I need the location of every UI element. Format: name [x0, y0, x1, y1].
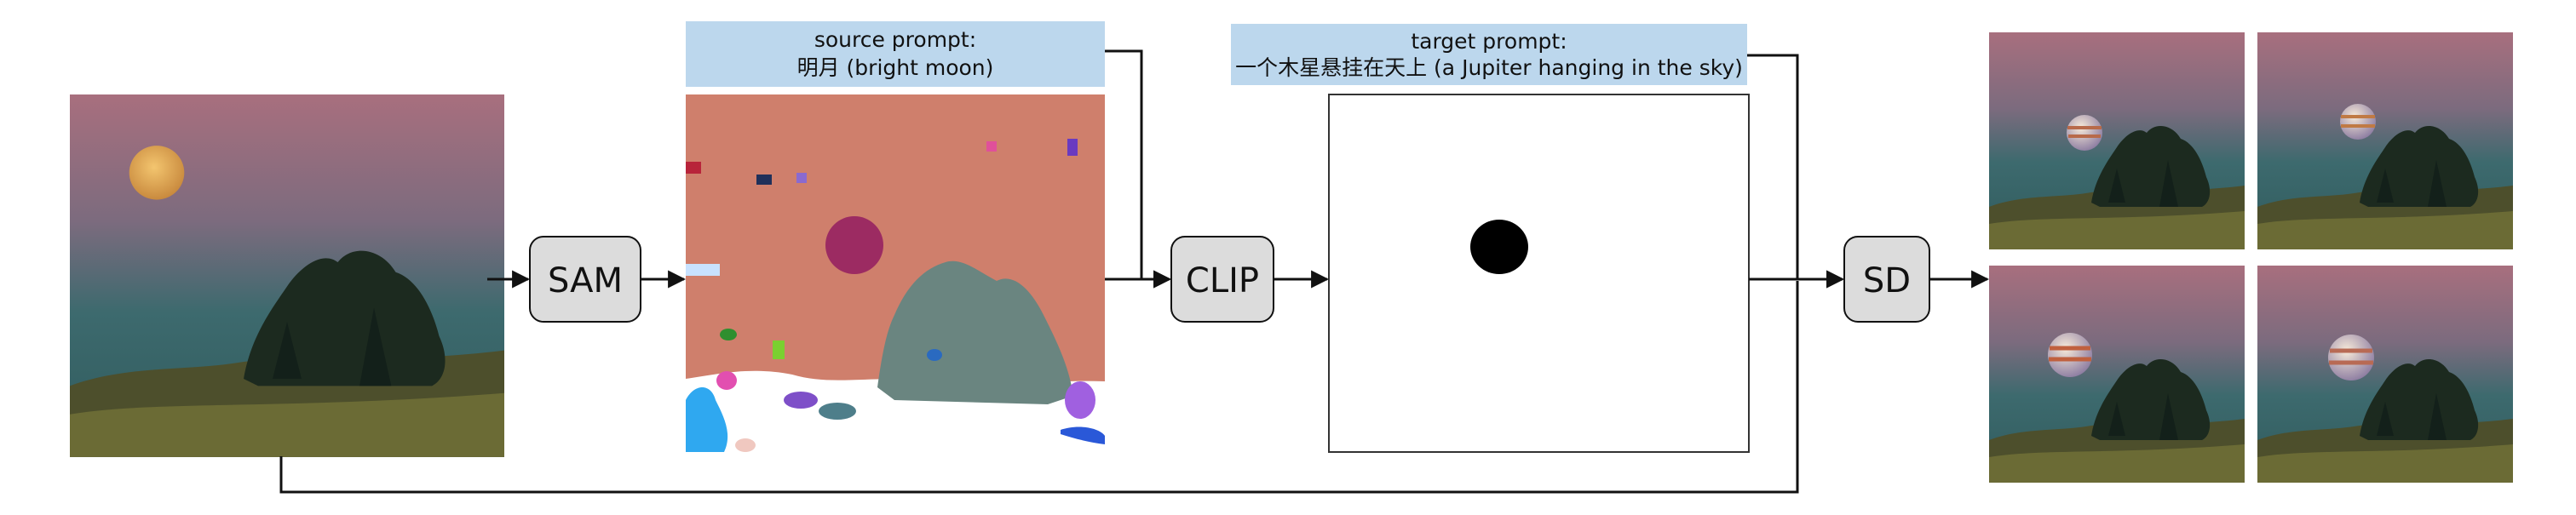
source-prompt-title: source prompt: — [814, 27, 976, 52]
line-target-prompt-to-sd — [1747, 54, 1845, 289]
sd-label: SD — [1863, 261, 1911, 300]
output-image-3 — [1989, 266, 2245, 483]
output-image-2 — [2257, 32, 2513, 249]
clip-label: CLIP — [1186, 261, 1259, 300]
moon-segment — [825, 216, 883, 274]
target-prompt-title: target prompt: — [1411, 29, 1567, 54]
input-image — [70, 94, 504, 457]
segmentation-map — [686, 94, 1105, 452]
source-prompt-box — [686, 21, 1105, 87]
connectors — [279, 49, 1990, 494]
mask-image — [1328, 94, 1750, 453]
sam-label: SAM — [548, 261, 623, 300]
output-image-4 — [2257, 266, 2513, 483]
line-source-prompt-to-clip — [1105, 49, 1172, 289]
mask-circle — [1470, 220, 1528, 274]
target-prompt-box — [1231, 24, 1747, 85]
output-image-1 — [1989, 32, 2245, 249]
moon-shape — [129, 146, 185, 200]
line-input-bypass-to-sd — [279, 281, 1799, 494]
target-prompt-text: 一个木星悬挂在天上 (a Jupiter hanging in the sky) — [1235, 55, 1743, 80]
source-prompt-text: 明月 (bright moon) — [797, 55, 994, 80]
